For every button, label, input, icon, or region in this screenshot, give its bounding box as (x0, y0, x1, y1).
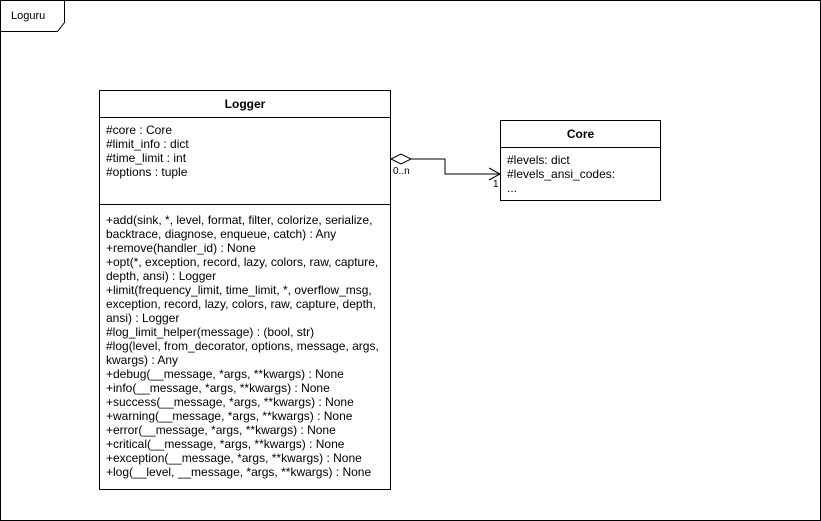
target-multiplicity: 1 (493, 179, 499, 190)
logger-method-line: +limit(frequency_limit, time_limit, *, o… (106, 283, 372, 297)
logger-method-line: +add(sink, *, level, format, filter, col… (106, 213, 373, 227)
logger-attribute: #limit_info : dict (106, 137, 189, 151)
logger-method-line: +debug(__message, *args, **kwargs) : Non… (106, 367, 344, 381)
logger-method-line: +error(__message, *args, **kwargs) : Non… (106, 423, 336, 437)
logger-method-line: #log(level, from_decorator, options, mes… (106, 339, 379, 353)
logger-method-line: ansi) : Logger (106, 311, 180, 325)
logger-method-line: depth, ansi) : Logger (106, 269, 217, 283)
logger-attribute: #core : Core (106, 123, 173, 137)
logger-method-line: +warning(__message, *args, **kwargs) : N… (106, 409, 353, 423)
core-attribute: #levels: dict (507, 153, 570, 167)
logger-methods: +add(sink, *, level, format, filter, col… (100, 205, 390, 479)
core-class[interactable]: Core #levels: dict#levels_ansi_codes:... (500, 120, 661, 201)
logger-method-line: +critical(__message, *args, **kwargs) : … (106, 437, 345, 451)
source-multiplicity: 0..n (393, 166, 410, 177)
frame-tab (0, 0, 65, 32)
logger-method-line: kwargs) : Any (106, 353, 179, 367)
core-attribute: ... (507, 181, 518, 195)
logger-method-line: +success(__message, *args, **kwargs) : N… (106, 395, 354, 409)
core-attributes: #levels: dict#levels_ansi_codes:... (501, 148, 660, 195)
core-class-name: Core (501, 121, 660, 148)
logger-method-line: +exception(__message, *args, **kwargs) :… (106, 451, 362, 465)
logger-attribute: #options : tuple (106, 165, 188, 179)
logger-method-line: +info(__message, *args, **kwargs) : None (106, 381, 330, 395)
logger-attributes: #core : Core#limit_info : dict#time_limi… (100, 118, 390, 205)
logger-method-line: +log(__level, __message, *args, **kwargs… (106, 465, 372, 479)
logger-class-name: Logger (100, 91, 390, 118)
logger-attribute: #time_limit : int (106, 151, 187, 165)
logger-method-line: +remove(handler_id) : None (106, 241, 256, 255)
logger-method-line: exception, record, lazy, colors, raw, ca… (106, 297, 376, 311)
logger-class[interactable]: Logger #core : Core#limit_info : dict#ti… (99, 90, 391, 490)
core-attribute: #levels_ansi_codes: (507, 167, 616, 181)
logger-method-line: backtrace, diagnose, enqueue, catch) : A… (106, 227, 337, 241)
frame-label: Loguru (11, 10, 46, 22)
logger-method-line: #log_limit_helper(message) : (bool, str) (106, 325, 315, 339)
logger-method-line: +opt(*, exception, record, lazy, colors,… (106, 255, 379, 269)
